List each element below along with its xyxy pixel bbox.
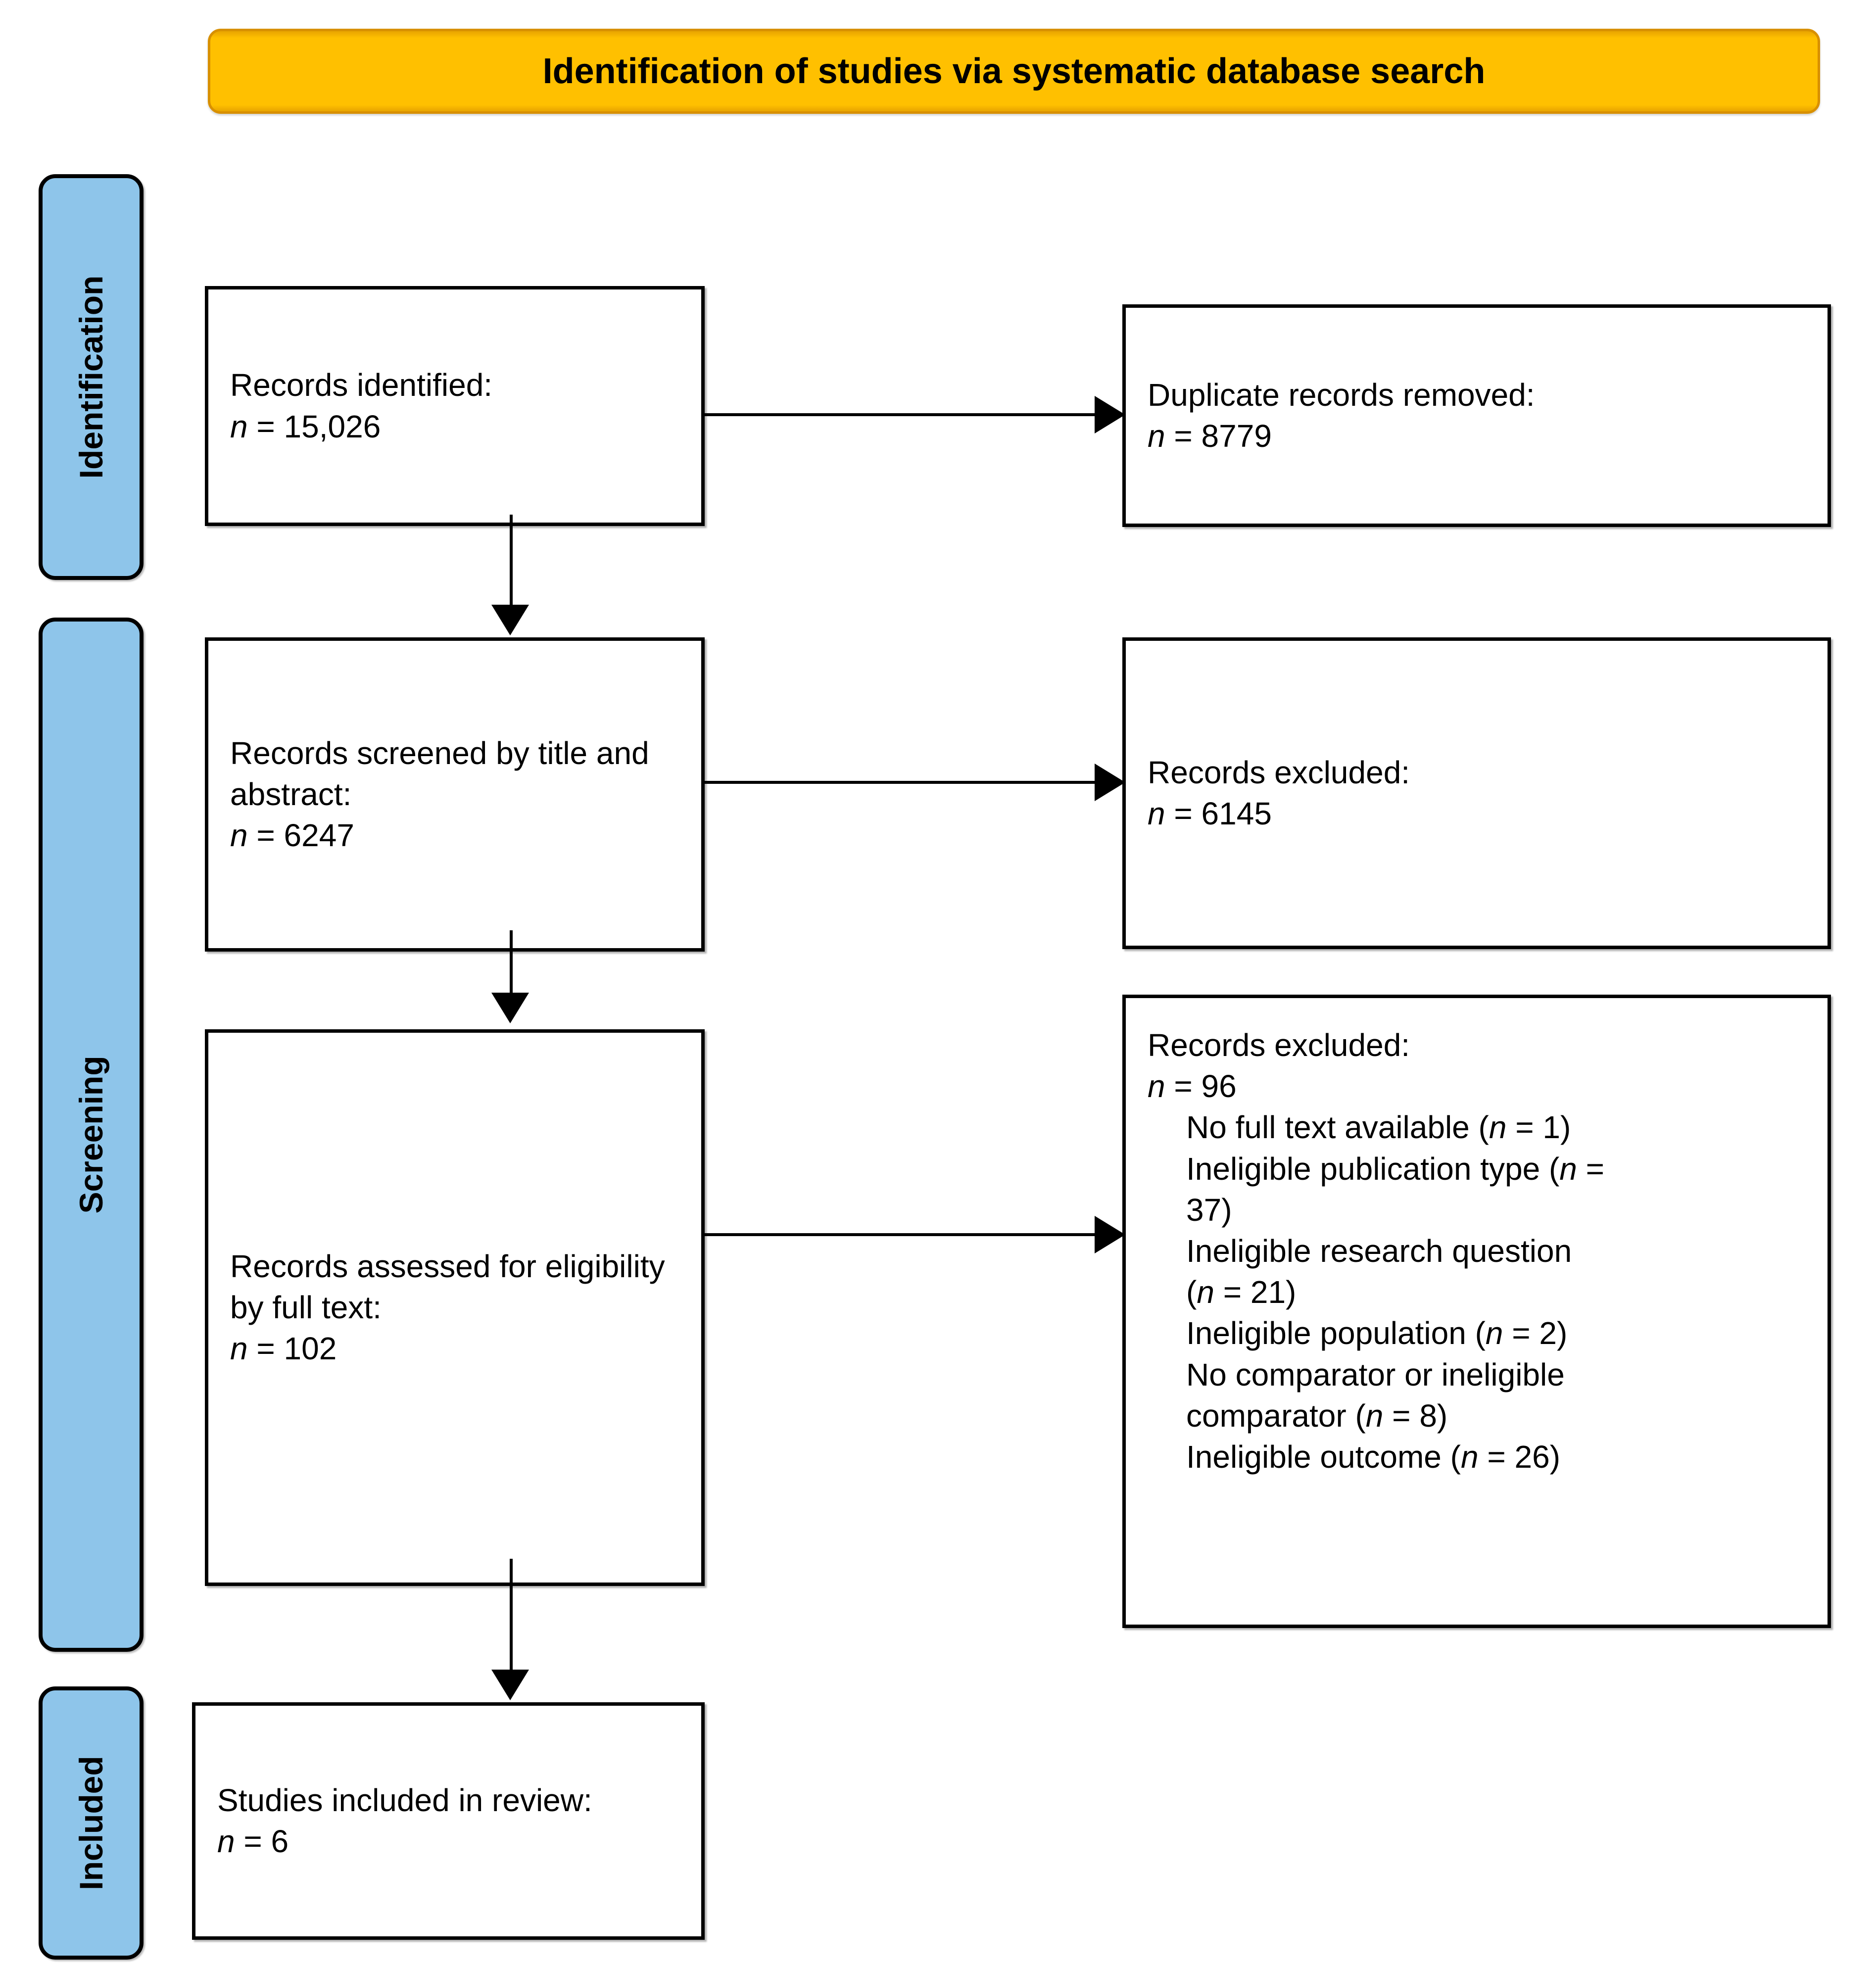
box-records-excluded-eligibility-count: n = 96 [1148,1066,1806,1107]
n-symbol: n [1365,1397,1384,1434]
box-records-screened-count: n = 6247 [230,815,679,856]
phase-label-included: Included [39,1686,144,1960]
n-symbol: n [1197,1274,1214,1310]
reason-text-after: = 8) [1383,1397,1448,1434]
box-records-assessed-count: n = 102 [230,1328,679,1369]
n-value: = 96 [1165,1068,1237,1104]
n-value: = 102 [247,1331,337,1367]
exclusion-reason-item: Ineligible population (n = 2) [1148,1313,1806,1354]
n-value: = 6 [235,1824,289,1859]
box-records-excluded-screening-label: Records excluded: [1148,754,1410,790]
box-studies-included-label: Studies included in review: [217,1782,592,1818]
phase-label-identification-text: Identification [73,275,109,479]
reason-text-after: = [1577,1151,1604,1187]
box-records-assessed-label-line2: by full text: [230,1289,382,1325]
header-banner-title: Identification of studies via systematic… [542,51,1486,91]
reason-text-before: Ineligible research question [1186,1233,1572,1269]
arrow-down-icon [491,1670,529,1700]
arrow-down-icon [491,993,529,1023]
n-value: = 6145 [1165,796,1272,831]
exclusion-reason-item: Ineligible publication type (n = [1148,1149,1806,1190]
reason-text-after: = 26) [1478,1439,1560,1475]
reason-text-before: Ineligible outcome ( [1186,1439,1461,1475]
box-records-excluded-eligibility: Records excluded: n = 96 No full text av… [1122,995,1831,1628]
n-value: = 6247 [247,817,354,854]
exclusion-reason-item: No full text available (n = 1) [1148,1107,1806,1148]
reason-text-before: No comparator or ineligible [1186,1356,1565,1392]
box-records-excluded-screening: Records excluded: n = 6145 [1122,637,1831,949]
connector-line-identified-to-duplicates [702,413,1098,416]
reason-text-before: Ineligible population ( [1186,1315,1486,1351]
n-symbol: n [1559,1151,1577,1187]
arrow-right-icon [1095,764,1125,801]
phase-label-screening-text: Screening [73,1056,109,1214]
n-symbol: n [1148,418,1165,454]
reason-text-before: ( [1186,1274,1197,1310]
box-records-screened-label-line2: abstract: [230,776,352,812]
n-symbol: n [230,1331,248,1367]
reason-text-after: = 2) [1503,1315,1568,1351]
phase-label-included-text: Included [73,1756,109,1890]
n-symbol: n [1148,1068,1165,1104]
box-records-excluded-screening-count: n = 6145 [1148,793,1806,834]
exclusion-reason-item: Ineligible research question [1148,1231,1806,1272]
exclusion-reason-item: No comparator or ineligible [1148,1354,1806,1395]
box-records-identified: Records identified: n = 15,026 [205,286,705,526]
reason-text-before: No full text available ( [1186,1109,1489,1146]
box-records-identified-label: Records identified: [230,367,493,403]
box-records-assessed-label-line1: Records assessed for eligibility [230,1248,665,1284]
box-studies-included-count: n = 6 [217,1821,679,1862]
exclusion-reason-item: 37) [1148,1190,1806,1231]
reason-text-after: = 1) [1506,1109,1571,1146]
connector-line-assessed-to-included [510,1559,513,1674]
reason-text-before: comparator ( [1186,1397,1366,1434]
box-records-assessed-eligibility: Records assessed for eligibility by full… [205,1029,705,1586]
arrow-right-icon [1095,396,1125,433]
box-records-excluded-eligibility-label: Records excluded: [1148,1027,1410,1063]
box-studies-included: Studies included in review: n = 6 [192,1702,705,1940]
box-duplicate-records-removed: Duplicate records removed: n = 8779 [1122,304,1831,527]
n-value: = 15,026 [247,408,381,444]
n-symbol: n [1485,1315,1503,1351]
n-symbol: n [1148,796,1165,831]
exclusion-reason-item: (n = 21) [1148,1272,1806,1313]
phase-label-screening: Screening [39,618,144,1652]
arrow-down-icon [491,605,529,635]
connector-line-identified-to-screened [510,515,513,609]
n-symbol: n [1460,1439,1479,1475]
n-symbol: n [230,817,248,854]
header-banner: Identification of studies via systematic… [208,29,1820,114]
box-records-screened: Records screened by title and abstract: … [205,637,705,952]
reason-text-before: 37) [1186,1192,1232,1228]
connector-line-screened-to-excluded [702,781,1098,784]
box-records-screened-label-line1: Records screened by title and [230,735,649,771]
exclusion-reason-item: Ineligible outcome (n = 26) [1148,1437,1806,1478]
exclusion-reason-item: comparator (n = 8) [1148,1395,1806,1437]
box-records-identified-count: n = 15,026 [230,406,679,447]
arrow-right-icon [1095,1216,1125,1253]
reason-text-before: Ineligible publication type ( [1186,1151,1560,1187]
box-duplicate-records-removed-count: n = 8779 [1148,416,1806,457]
connector-line-assessed-to-excluded [702,1233,1098,1236]
reason-text-after: = 21) [1214,1274,1297,1310]
n-symbol: n [217,1824,235,1859]
connector-line-screened-to-assessed [510,930,513,996]
phase-label-identification: Identification [39,174,144,580]
n-symbol: n [230,408,248,444]
n-symbol: n [1489,1109,1507,1146]
box-duplicate-records-removed-label: Duplicate records removed: [1148,377,1535,413]
n-value: = 8779 [1165,418,1272,454]
